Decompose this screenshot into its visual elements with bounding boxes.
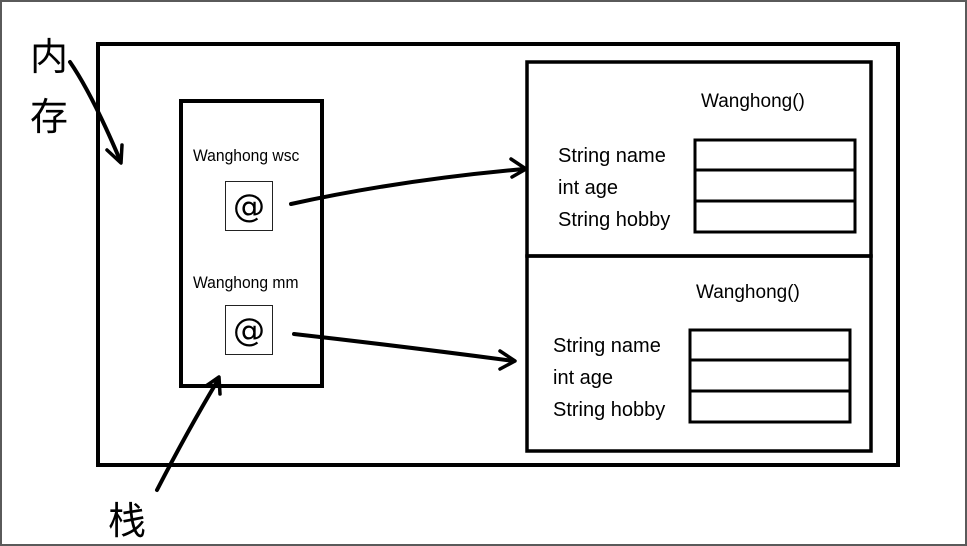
field-cells-1 [693, 138, 857, 234]
stack-var-label-2: Wanghong mm [193, 273, 299, 292]
heap-object-field-1-2: int age [558, 177, 619, 199]
reference-box-1: @ [225, 181, 273, 231]
memory-box [96, 42, 900, 467]
memory-label-char-2: 存 [30, 95, 69, 139]
stack-var-label-1: Wanghong wsc [193, 146, 300, 165]
memory-label-char-1: 内 [30, 35, 69, 79]
heap-object-title-2: Wanghong() [696, 282, 800, 303]
stack-pointer-arrow [155, 375, 222, 492]
stack-label: 栈 [108, 499, 147, 543]
heap-object-field-1-3: String hobby [558, 209, 671, 231]
reference-box-2: @ [225, 305, 273, 355]
heap-object-box-2 [525, 254, 873, 453]
reference-arrow-2 [292, 332, 517, 371]
heap-object-field-1-1: String name [558, 145, 666, 167]
reference-arrow-1 [289, 157, 528, 206]
stack-box [179, 99, 324, 388]
heap-object-field-2-1: String name [553, 335, 661, 357]
heap-object-field-2-3: String hobby [553, 399, 666, 421]
memory-pointer-arrow [68, 60, 124, 165]
heap-object-field-2-2: int age [553, 367, 614, 389]
field-cells-2 [688, 328, 852, 424]
heap-object-title-1: Wanghong() [701, 91, 805, 112]
